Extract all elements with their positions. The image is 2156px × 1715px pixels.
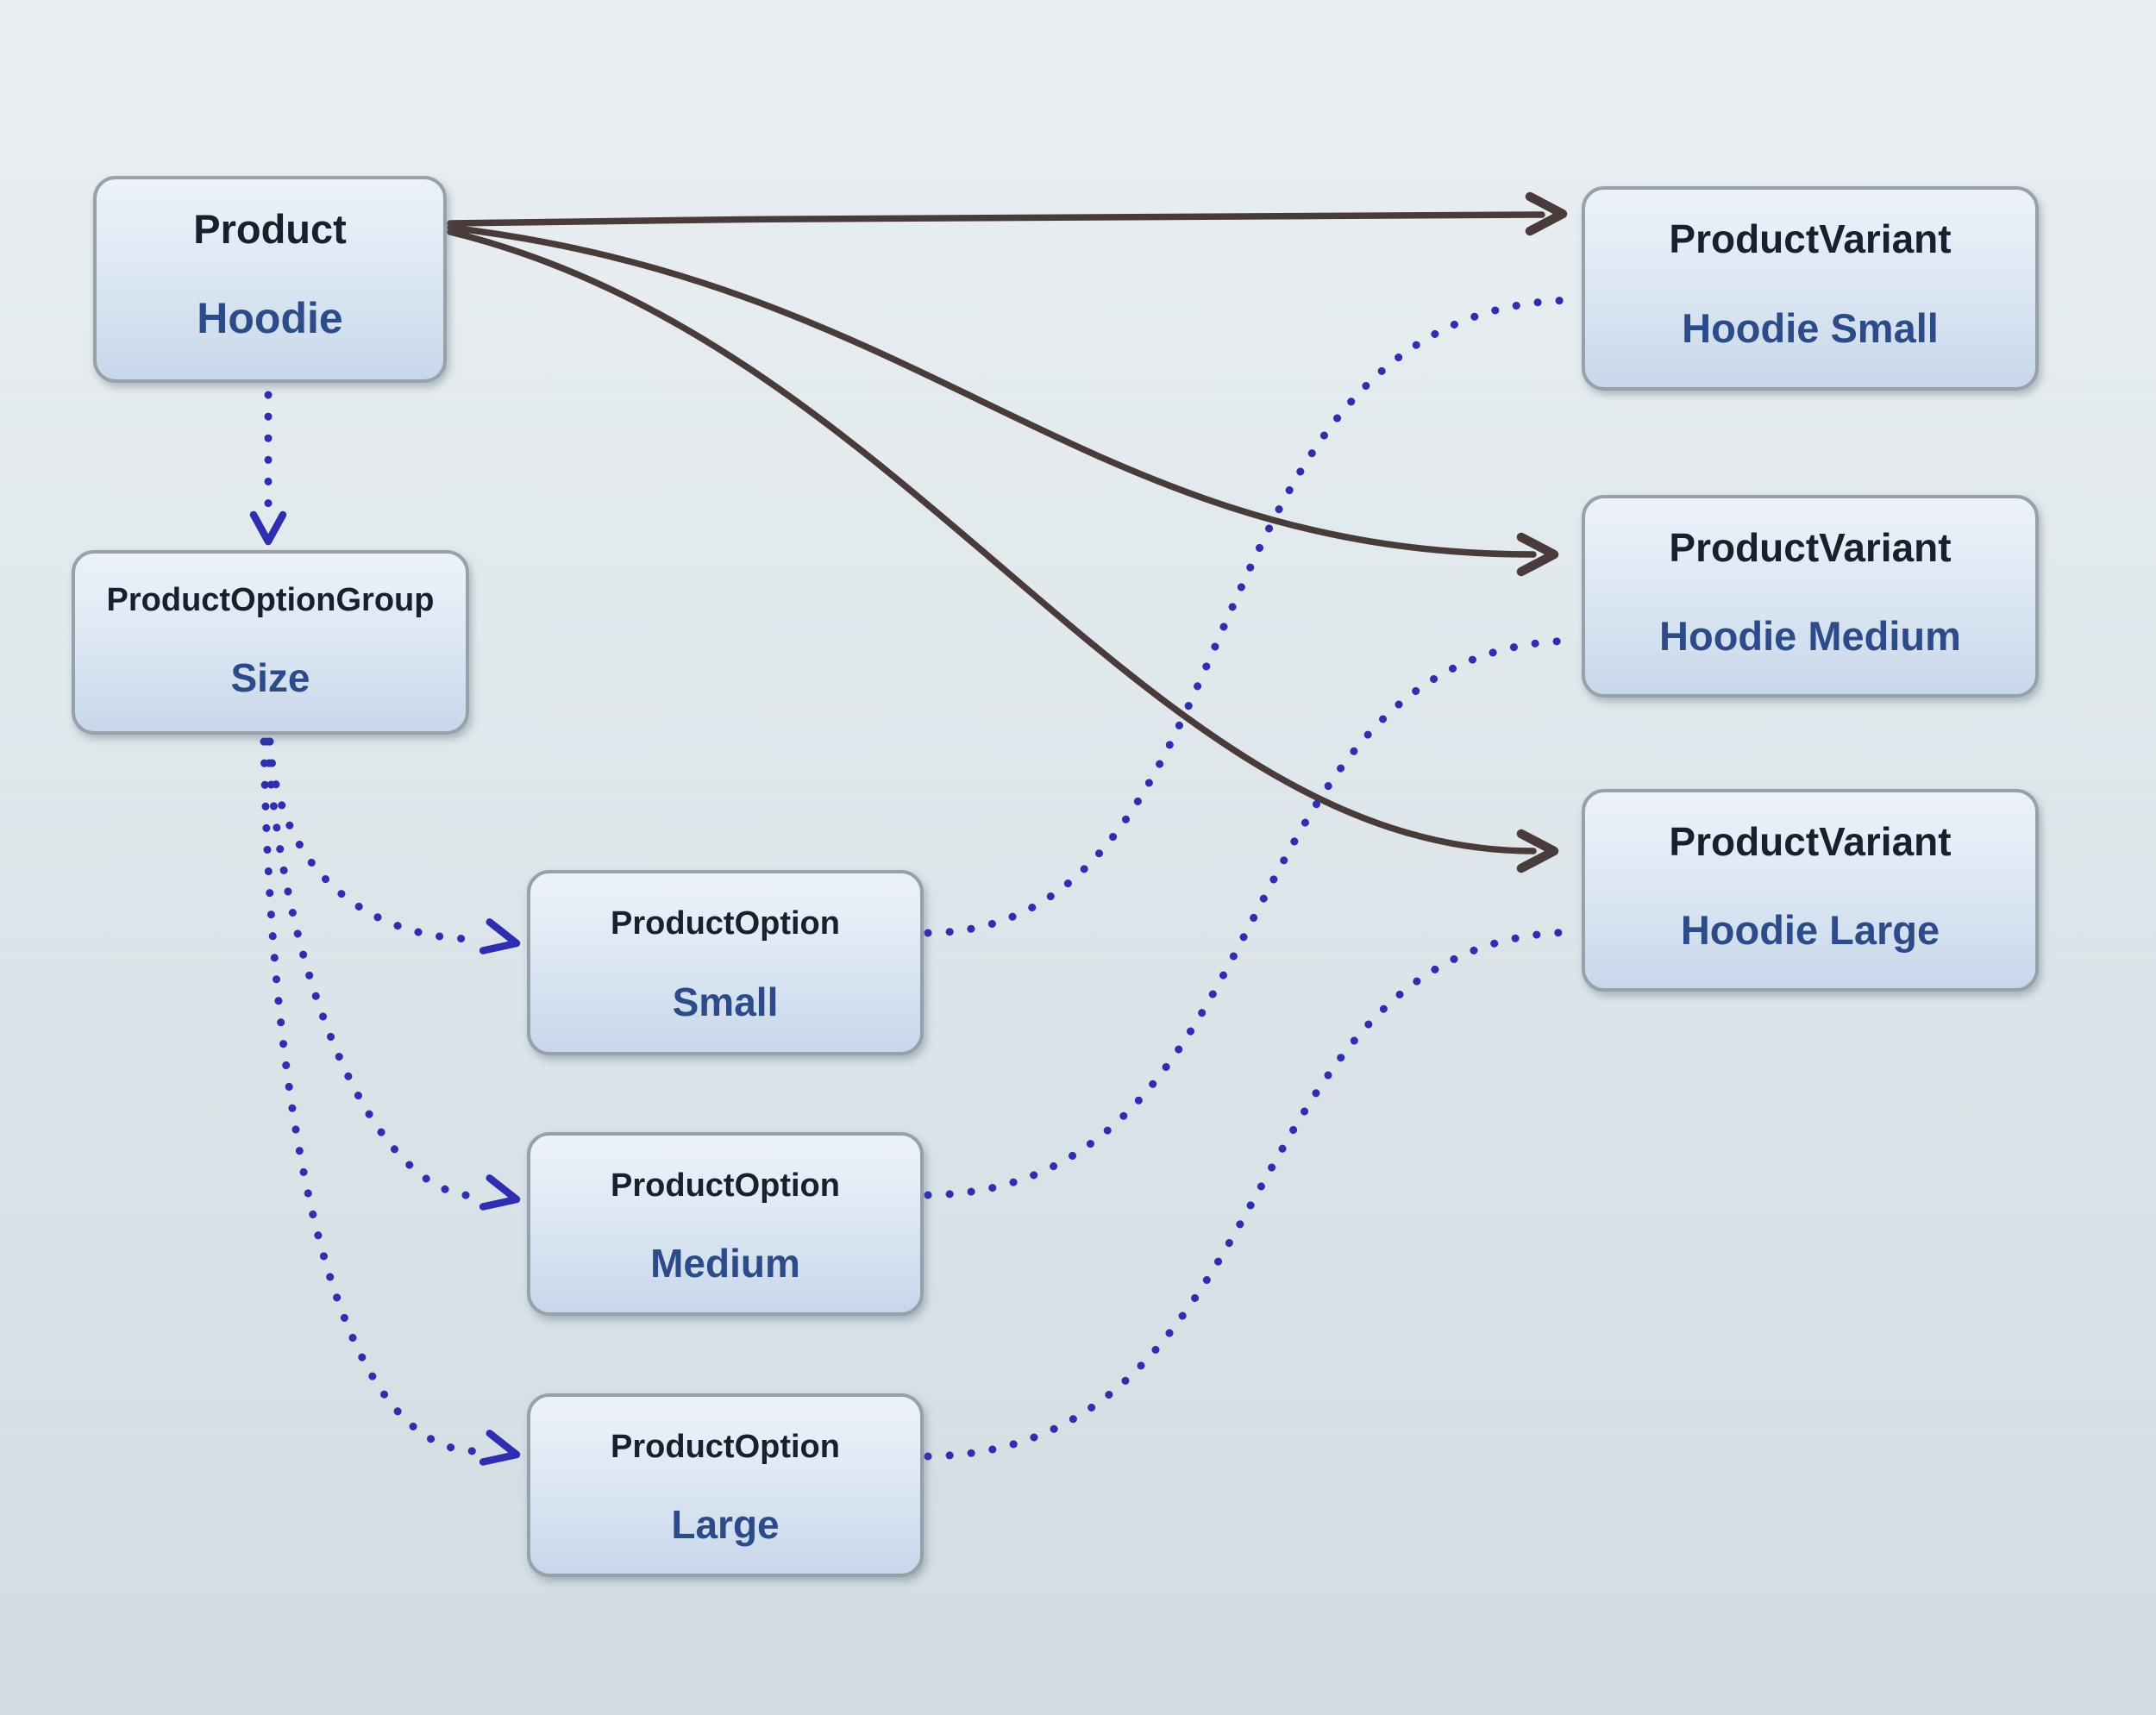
node-type-label: ProductVariant	[1669, 818, 1952, 864]
edge-group-option-medium	[263, 737, 521, 1211]
node-type-label: ProductOptionGroup	[106, 581, 435, 618]
arrowhead-icon	[479, 1174, 521, 1211]
arrowhead-icon	[479, 1430, 521, 1466]
node-product-variant-small: ProductVariant Hoodie Small	[1582, 186, 2039, 391]
node-product-variant-large: ProductVariant Hoodie Large	[1582, 789, 2039, 992]
node-value-label: Hoodie Small	[1682, 304, 1939, 351]
arrowhead-icon	[479, 918, 521, 955]
node-type-label: ProductVariant	[1669, 216, 1952, 261]
arrowhead-icon	[1525, 191, 1568, 236]
node-type-label: ProductOption	[611, 1167, 840, 1204]
edge-group-option-large	[260, 737, 521, 1466]
node-type-label: Product	[193, 206, 347, 253]
arrowhead-icon	[1516, 829, 1559, 873]
edge-option-small-variant-small	[924, 296, 1581, 937]
node-value-label: Medium	[650, 1240, 800, 1286]
node-product-variant-medium: ProductVariant Hoodie Medium	[1582, 495, 2039, 698]
node-value-label: Hoodie	[197, 294, 343, 343]
node-type-label: ProductOption	[611, 1428, 840, 1465]
node-value-label: Small	[672, 980, 779, 1025]
edge-option-medium-variant-medium	[924, 636, 1581, 1199]
edge-group-option-small	[266, 737, 521, 955]
node-product-option-small: ProductOption Small	[527, 870, 924, 1055]
edge-product-variant-small	[447, 191, 1568, 236]
node-value-label: Large	[671, 1501, 780, 1547]
node-product-option-large: ProductOption Large	[527, 1393, 924, 1577]
arrowhead-icon	[1516, 532, 1559, 577]
edge-product-option-group	[249, 391, 287, 546]
edge-product-variant-large	[447, 228, 1559, 873]
node-product-option-medium: ProductOption Medium	[527, 1132, 924, 1316]
node-type-label: ProductVariant	[1669, 524, 1952, 570]
edge-product-variant-medium	[447, 224, 1559, 577]
edge-option-large-variant-large	[924, 928, 1581, 1461]
node-type-label: ProductOption	[611, 905, 840, 942]
node-product: Product Hoodie	[93, 176, 447, 383]
node-value-label: Size	[230, 655, 310, 701]
node-product-option-group: ProductOptionGroup Size	[72, 550, 469, 735]
node-value-label: Hoodie Medium	[1659, 612, 1961, 659]
node-value-label: Hoodie Large	[1680, 906, 1940, 953]
arrowhead-icon	[249, 510, 287, 546]
